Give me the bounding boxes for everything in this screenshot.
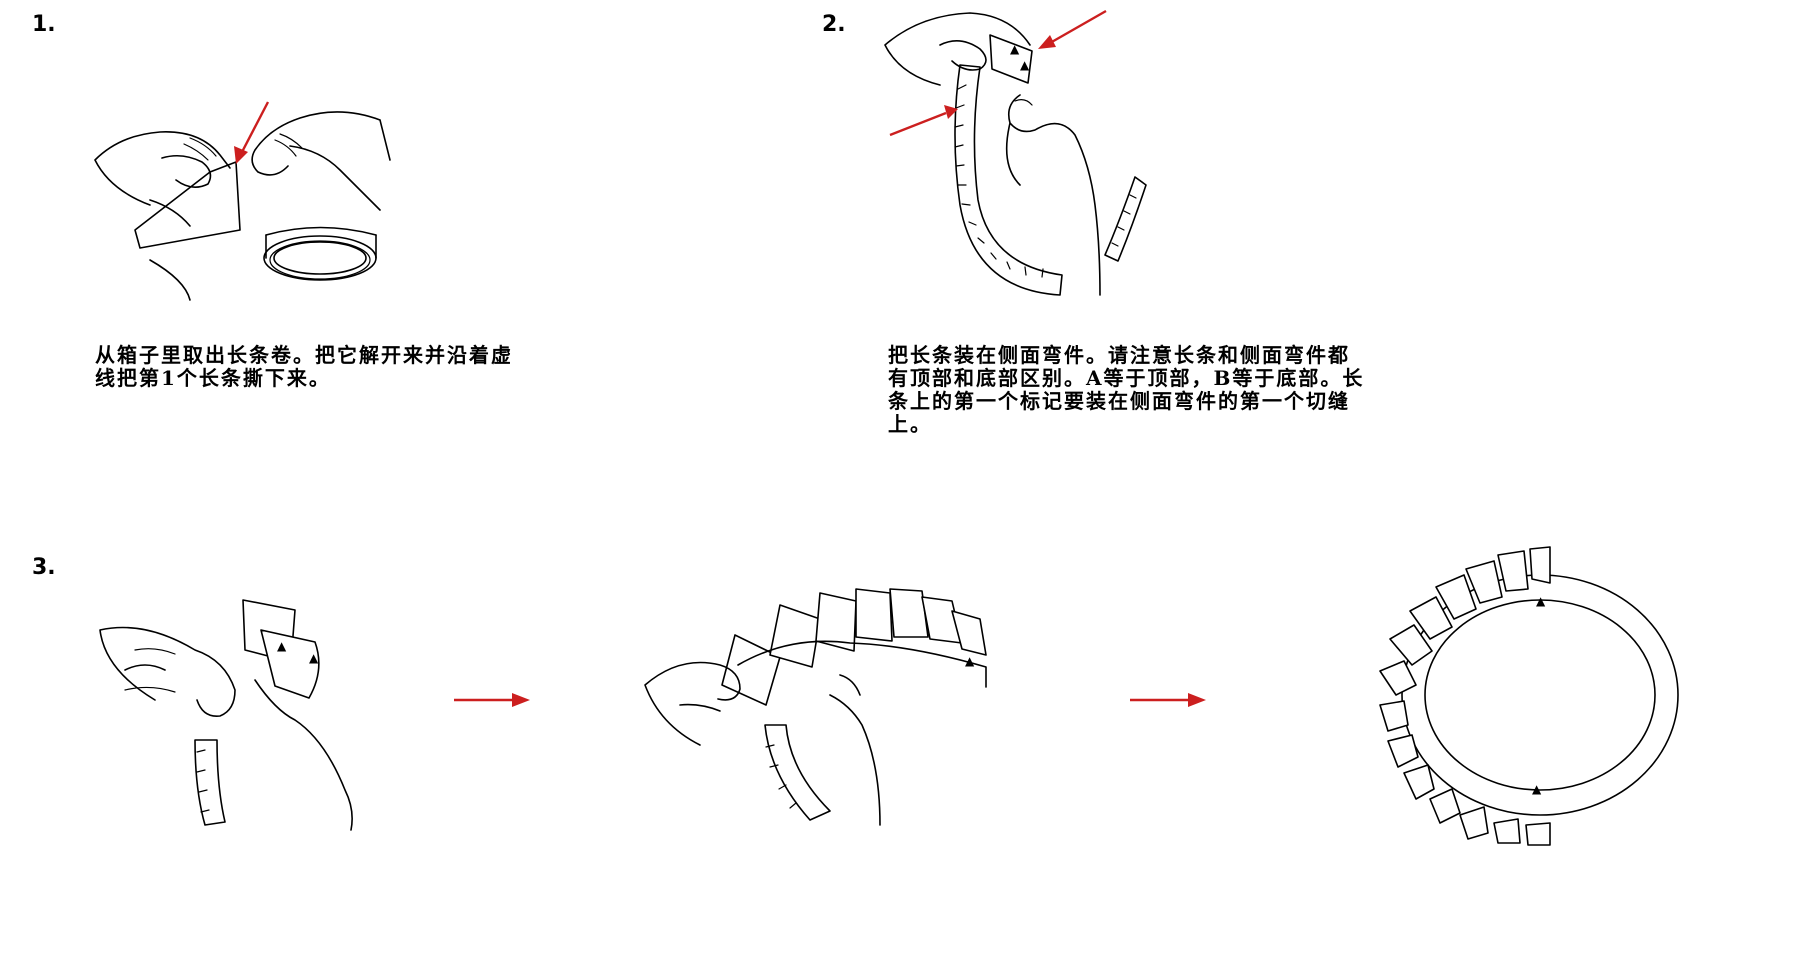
svg-text:▲: ▲ [1020,58,1030,72]
step-2-illustration: ▲ ▲ [880,5,1180,310]
red-arrow-icon [1038,11,1106,49]
step-2-number: 2. [822,12,846,37]
step-1-caption: 从箱子里取出长条卷。把它解开来并沿着虚 线把第1个长条撕下来。 [95,344,513,390]
step-2-caption: 把长条装在侧面弯件。请注意长条和侧面弯件都 有顶部和底部区别。A等于顶部，B等于… [888,344,1364,436]
step-1-number: 1. [32,12,56,37]
red-arrow-icon [234,102,268,164]
step-3-number: 3. [32,555,56,580]
red-arrow-icon [452,690,532,710]
svg-text:▲: ▲ [1532,782,1542,796]
ring-assembly-illustration: ▲ ▲ [1300,545,1550,845]
svg-text:▲: ▲ [1536,594,1546,608]
red-arrow-icon [1128,690,1208,710]
step-1-illustration [90,100,410,310]
svg-text:▲: ▲ [309,651,319,665]
svg-text:▲: ▲ [277,639,287,653]
step-3a-illustration: ▲ ▲ [95,590,375,830]
step-3b-illustration: ▲ [640,575,1020,835]
svg-text:▲: ▲ [1010,42,1020,56]
tape-roll-illustration [264,228,376,281]
strip-illustration [955,65,1062,295]
red-arrow-icon [890,105,958,135]
